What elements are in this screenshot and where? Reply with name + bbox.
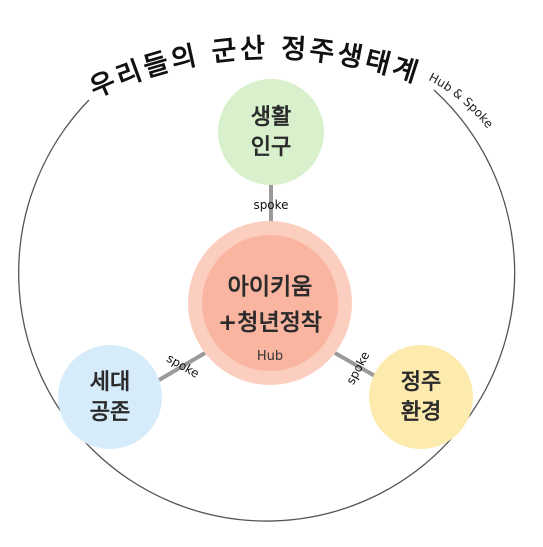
hub-text-line2: +청년정착 [218,310,322,336]
node-right-line2: 환경 [401,400,441,425]
node-left-line2: 공존 [90,400,130,425]
outer-ring [18,89,516,522]
connector-left [157,351,207,382]
hub-text-line1: 아이키움 [228,274,313,300]
node-top-line1: 생활 [251,105,291,130]
hub-inner-circle [202,235,338,371]
node-right-circle [369,345,473,449]
node-top-line2: 인구 [251,135,291,160]
hub-label: Hub [257,349,283,364]
spoke-label-right: spoke [344,349,373,387]
spoke-label-left: spoke [164,351,201,381]
node-right-line1: 정주 [401,370,441,395]
node-left-circle [58,345,162,449]
spoke-label-top: spoke [253,198,288,212]
node-left-line1: 세대 [90,370,130,395]
node-top-circle [218,79,324,185]
diagram-subtitle: Hub & Spoke [427,70,497,131]
